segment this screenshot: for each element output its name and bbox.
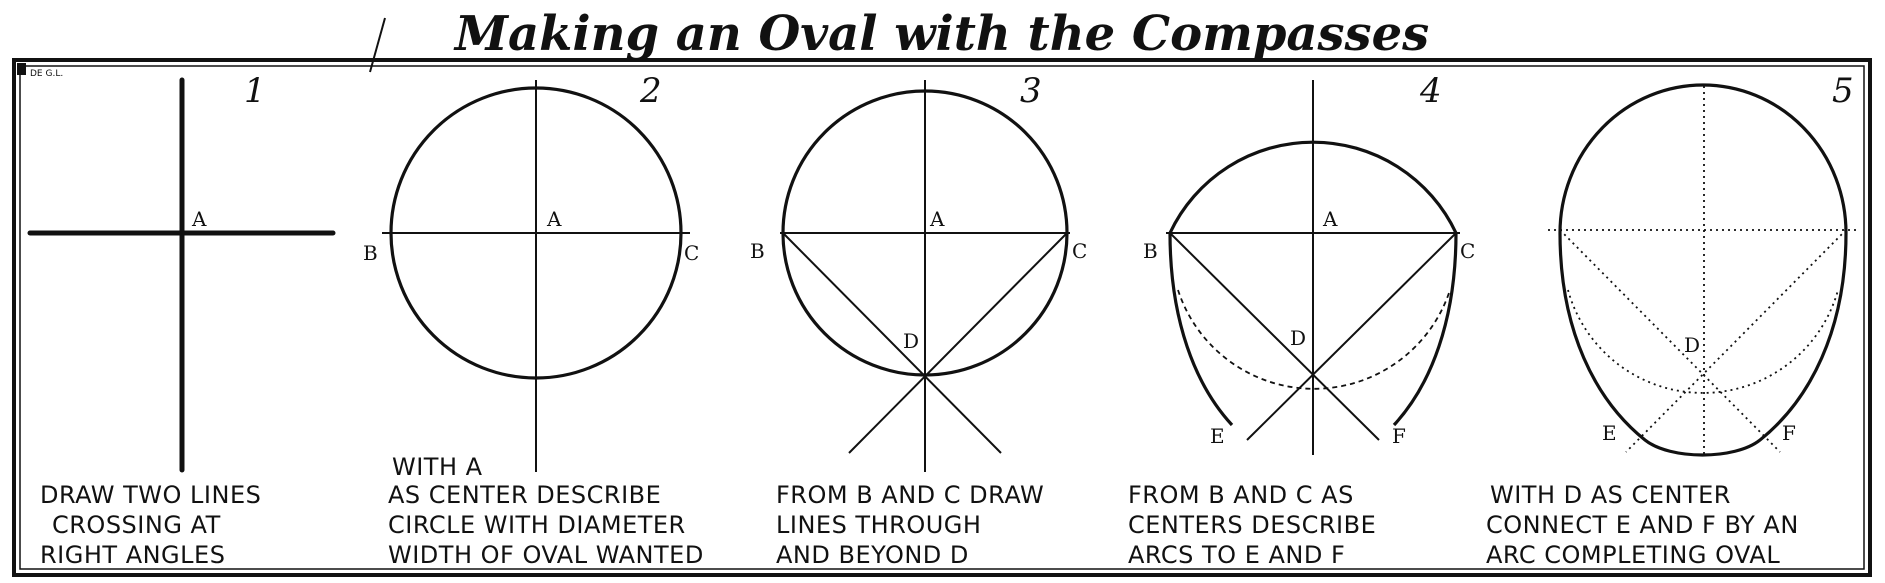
step-4-line-C-through-D [1246,232,1457,441]
step-3-point-A: A [929,207,945,231]
step-4-caption-line-3: ARCS TO E AND F [1128,541,1345,569]
title-flourish [369,17,386,73]
step-4-point-C: C [1460,239,1475,263]
diagram-frame-inner [19,65,1865,570]
step-4-point-A: A [1322,207,1338,231]
step-5-point-E: E [1602,421,1617,445]
step-3-caption-line-1: FROM B AND C DRAW [776,481,1044,509]
step-3-caption-line-3: AND BEYOND D [776,541,969,569]
step-3-point-B: B [750,239,765,263]
step-4-arc-C-to-F [1392,232,1458,427]
step-5-number: 5 [1832,71,1854,111]
step-5-line-C-through-D [1625,229,1847,453]
step-1-number: 1 [244,71,266,111]
step-2-caption-line-1: WITH A [392,453,483,481]
step-4: 4 A B C D E F FROM B AND C AS CENTERS DE… [1128,71,1475,569]
diagram-frame [12,58,1872,577]
step-2-caption-line-2: AS CENTER DESCRIBE [388,481,661,509]
step-2-number: 2 [639,71,662,111]
step-4-point-F: F [1392,424,1406,448]
step-5-point-F: F [1782,421,1796,445]
step-5-dotted-circle-arc [1567,289,1839,394]
step-4-point-D: D [1290,326,1306,350]
diagram-title: Making an Oval with the Compasses [453,6,1429,62]
step-2: 2 A B C WITH A AS CENTER DESCRIBE CIRCLE… [363,71,704,569]
step-3-point-D: D [903,329,919,353]
step-3: 3 A B C D FROM B AND C DRAW LINES THROUG… [750,71,1087,569]
step-1-caption-line-3: RIGHT ANGLES [40,541,225,569]
step-2-point-B: B [363,241,378,265]
step-2-point-C: C [684,241,699,265]
step-1: 1 A DRAW TWO LINES CROSSING AT RIGHT ANG… [27,71,336,569]
step-5: 5 D E F WITH D AS CENTER CONNECT E AND F… [1486,71,1858,569]
step-4-number: 4 [1419,71,1442,111]
step-1-caption-line-1: DRAW TWO LINES [40,481,261,509]
monogram: DE G.L. [30,69,63,79]
step-2-caption-line-4: WIDTH OF OVAL WANTED [388,541,704,569]
step-4-point-B: B [1143,239,1158,263]
step-1-caption-line-2: CROSSING AT [52,511,221,539]
step-4-caption-line-1: FROM B AND C AS [1128,481,1354,509]
step-3-point-C: C [1072,239,1087,263]
step-2-point-A: A [546,207,562,231]
step-5-point-D: D [1684,333,1700,357]
step-4-line-B-through-D [1169,232,1380,441]
step-5-caption-line-2: CONNECT E AND F BY AN [1486,511,1799,539]
monogram-mark [17,63,26,75]
step-3-line-B-through-D [782,232,1002,454]
step-5-caption-line-3: ARC COMPLETING OVAL [1486,541,1780,569]
step-5-line-B-through-D [1559,229,1781,453]
step-4-arc-B-to-E [1168,232,1234,427]
step-1-point-A: A [191,207,207,231]
step-3-line-C-through-D [848,232,1068,454]
step-2-caption-line-3: CIRCLE WITH DIAMETER [388,511,686,539]
step-3-number: 3 [1020,71,1042,111]
step-4-point-E: E [1210,424,1225,448]
step-3-caption-line-2: LINES THROUGH [776,511,981,539]
step-4-caption-line-2: CENTERS DESCRIBE [1128,511,1376,539]
step-5-oval [1558,83,1848,457]
step-5-caption-line-1: WITH D AS CENTER [1490,481,1731,509]
